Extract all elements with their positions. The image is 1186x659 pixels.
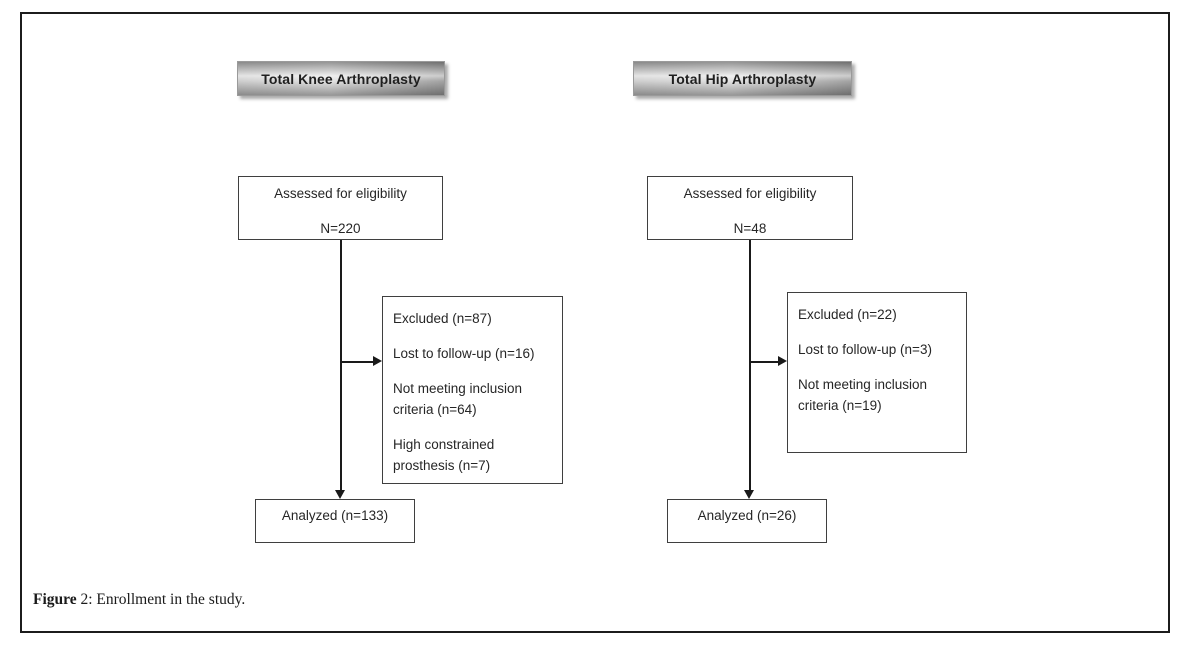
- hip-excluded-line: Lost to follow-up (n=3): [798, 342, 932, 357]
- figure-caption-text: 2: Enrollment in the study.: [80, 591, 246, 608]
- knee-excluded-line: Not meeting inclusion criteria (n=64): [393, 381, 523, 417]
- hip-assessed-count: N=48: [733, 221, 767, 236]
- knee-branch-connector: [341, 361, 374, 363]
- figure-caption-label: Figure: [33, 591, 77, 608]
- figure-caption: Figure 2: Enrollment in the study.: [33, 591, 245, 609]
- knee-excluded-line: Excluded (n=87): [393, 311, 492, 326]
- hip-assessed-box: Assessed for eligibility N=48: [647, 176, 853, 240]
- hip-vertical-connector: [749, 240, 751, 491]
- hip-excluded-line: Excluded (n=22): [798, 307, 897, 322]
- hip-column-title: Total Hip Arthroplasty: [633, 61, 852, 96]
- figure-frame: [20, 12, 1170, 633]
- hip-assessed-label: Assessed for eligibility: [683, 186, 817, 201]
- hip-branch-connector: [750, 361, 779, 363]
- knee-assessed-label: Assessed for eligibility: [274, 186, 407, 201]
- knee-vertical-connector: [340, 240, 342, 491]
- knee-assessed-count: N=220: [320, 221, 361, 236]
- knee-assessed-box: Assessed for eligibility N=220: [238, 176, 443, 240]
- knee-column-title: Total Knee Arthroplasty: [237, 61, 445, 96]
- knee-right-arrowhead-icon: [373, 356, 382, 366]
- knee-column-title-label: Total Knee Arthroplasty: [261, 70, 421, 87]
- hip-column-title-label: Total Hip Arthroplasty: [668, 70, 817, 87]
- hip-analyzed-box: Analyzed (n=26): [667, 499, 827, 543]
- hip-down-arrowhead-icon: [744, 490, 754, 499]
- knee-excluded-line: High constrained prosthesis (n=7): [393, 437, 495, 473]
- hip-excluded-box: Excluded (n=22) Lost to follow-up (n=3) …: [787, 292, 967, 453]
- knee-excluded-line: Lost to follow-up (n=16): [393, 346, 535, 361]
- hip-analyzed-label: Analyzed (n=26): [697, 508, 797, 523]
- knee-down-arrowhead-icon: [335, 490, 345, 499]
- hip-right-arrowhead-icon: [778, 356, 787, 366]
- knee-analyzed-box: Analyzed (n=133): [255, 499, 415, 543]
- hip-excluded-line: Not meeting inclusion criteria (n=19): [798, 377, 928, 413]
- knee-excluded-box: Excluded (n=87) Lost to follow-up (n=16)…: [382, 296, 563, 484]
- knee-analyzed-label: Analyzed (n=133): [281, 508, 389, 523]
